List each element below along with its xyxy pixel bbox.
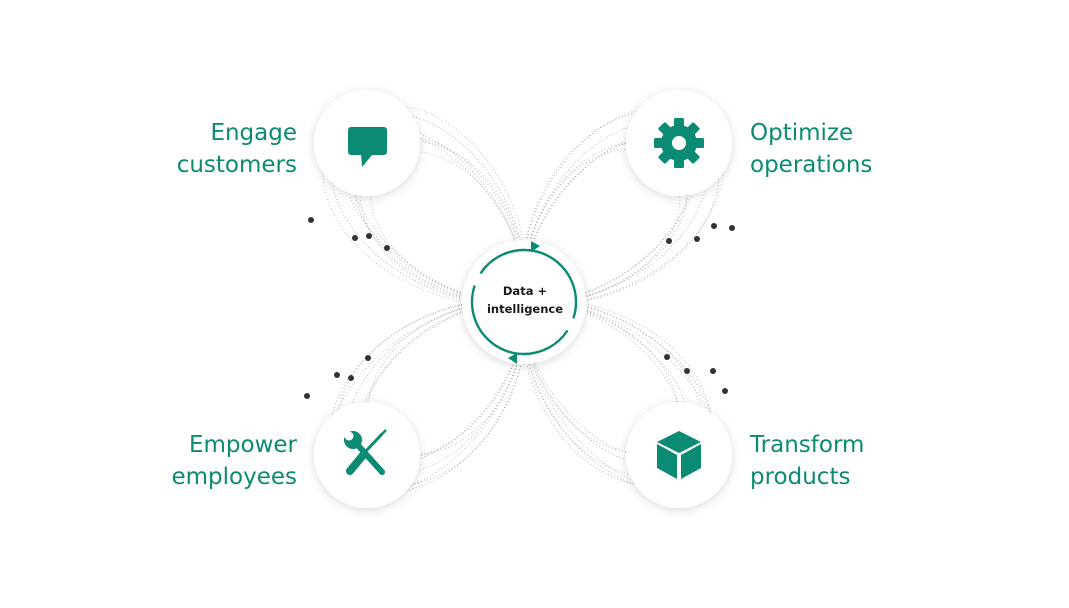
connector-dot bbox=[711, 223, 717, 229]
connector-dot bbox=[334, 372, 340, 378]
wrench-screwdriver-icon bbox=[344, 429, 387, 475]
connector-dot bbox=[722, 388, 728, 394]
cycle-arrow-bottom-icon bbox=[508, 353, 517, 364]
empower-circle bbox=[314, 402, 420, 508]
transform-circle bbox=[626, 402, 732, 508]
connector-dot bbox=[365, 355, 371, 361]
chat-bubble-icon bbox=[348, 127, 387, 167]
optimize-circle bbox=[626, 90, 732, 196]
connector-dot bbox=[352, 235, 358, 241]
engage-label-line1: Engage bbox=[210, 120, 297, 146]
connector-dot bbox=[304, 393, 310, 399]
connector-dot bbox=[308, 217, 314, 223]
connector-dot bbox=[366, 233, 372, 239]
transform-products-label: Transform products bbox=[750, 429, 864, 493]
transform-label-line1: Transform bbox=[750, 432, 865, 458]
gear-icon bbox=[654, 118, 704, 168]
optimize-label-line2: operations bbox=[750, 152, 873, 178]
engage-circle bbox=[314, 90, 420, 196]
engage-label-line2: customers bbox=[176, 152, 297, 178]
cube-icon bbox=[657, 431, 701, 479]
connector-dot bbox=[666, 238, 672, 244]
cycle-arrow-top-icon bbox=[531, 241, 540, 252]
connector-dot bbox=[684, 368, 690, 374]
optimize-operations-label: Optimize operations bbox=[750, 117, 872, 181]
center-label-line2: intelligence bbox=[486, 302, 564, 316]
center-label-line1: Data + bbox=[502, 284, 548, 298]
engage-customers-label: Engage customers bbox=[177, 117, 297, 181]
empower-label-line2: employees bbox=[171, 464, 297, 490]
empower-label-line1: Empower bbox=[188, 432, 297, 458]
optimize-label-line1: Optimize bbox=[750, 120, 854, 146]
connector-dot bbox=[384, 245, 390, 251]
transform-label-line2: products bbox=[750, 464, 851, 490]
connector-dot bbox=[694, 236, 700, 242]
cycle-ring-icon bbox=[470, 248, 578, 356]
connector-dot bbox=[664, 354, 670, 360]
connector-dots bbox=[304, 217, 735, 399]
connector-dot bbox=[348, 375, 354, 381]
empower-employees-label: Empower employees bbox=[171, 429, 297, 493]
connector-dot bbox=[710, 368, 716, 374]
connector-dot bbox=[729, 225, 735, 231]
center-hub bbox=[462, 240, 586, 364]
center-label: Data + intelligence bbox=[470, 282, 580, 318]
